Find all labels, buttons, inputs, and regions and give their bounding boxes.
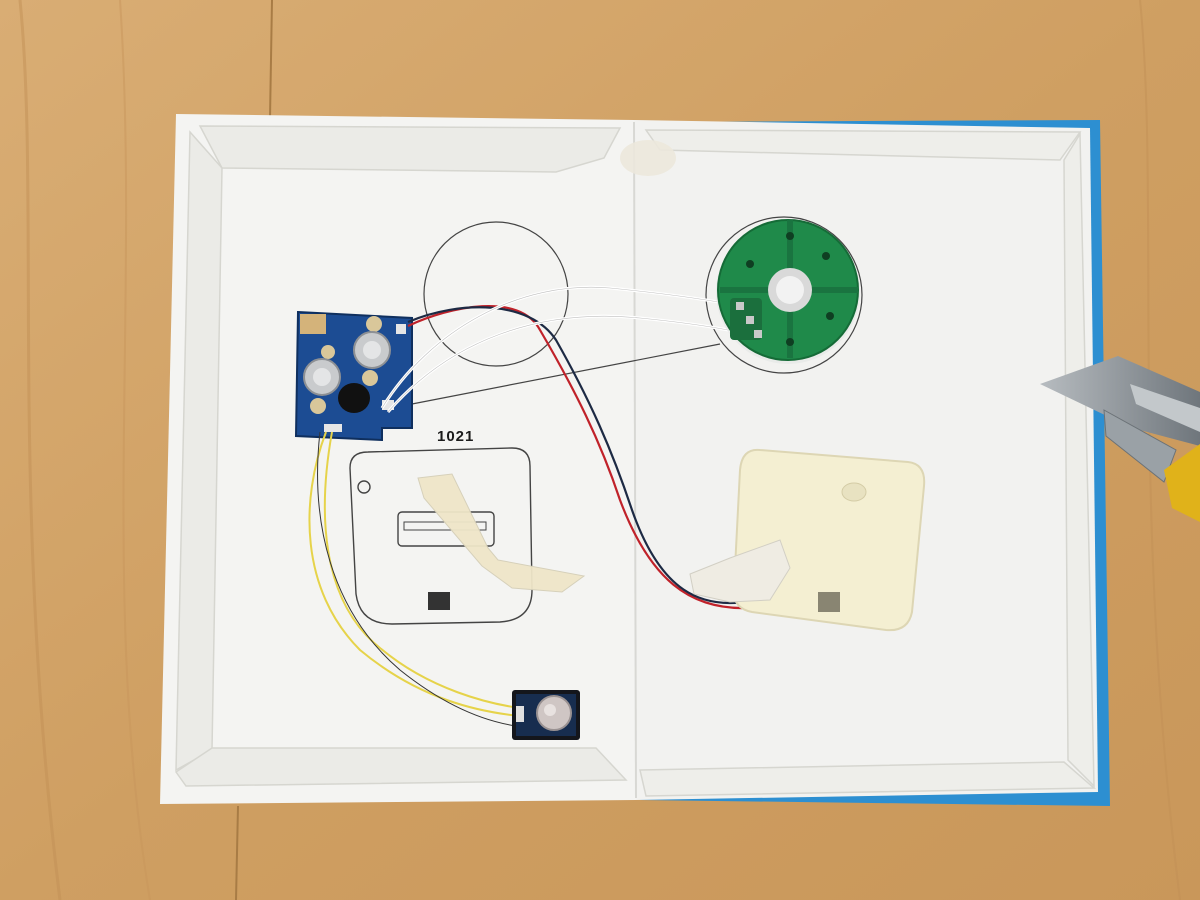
guide-line [411, 343, 721, 405]
glue-blob [620, 140, 676, 176]
speaker [716, 219, 860, 364]
tape-top-left [198, 125, 622, 173]
wire-white-outline [387, 315, 759, 413]
tape-piece [417, 473, 586, 593]
wire-yellow [308, 431, 521, 717]
guide-circle-left [423, 221, 569, 367]
pcb-board [294, 310, 413, 442]
wire-red [407, 304, 749, 610]
tape-bottom-left [174, 747, 628, 787]
guide-circle-right [705, 216, 863, 374]
utility-knife [1040, 356, 1200, 522]
card-fold [633, 121, 637, 799]
tape-right [1063, 131, 1095, 788]
battery-box [689, 448, 926, 632]
wood-grain [119, 0, 151, 900]
wire-dark-thin [317, 431, 517, 727]
printed-number-1021: 1021 [437, 428, 475, 445]
wire-yellow [323, 431, 521, 709]
card-left-page [160, 114, 636, 804]
guide-dot [357, 480, 371, 494]
wood-seam [269, 0, 273, 119]
light-sensor-board [512, 690, 580, 740]
tape-bottom-right [639, 761, 1096, 797]
wire-dark [407, 306, 757, 605]
wood-seam [235, 805, 239, 900]
guide-grille [428, 592, 450, 610]
chip-blob [338, 383, 370, 413]
wood-grain [18, 0, 62, 900]
